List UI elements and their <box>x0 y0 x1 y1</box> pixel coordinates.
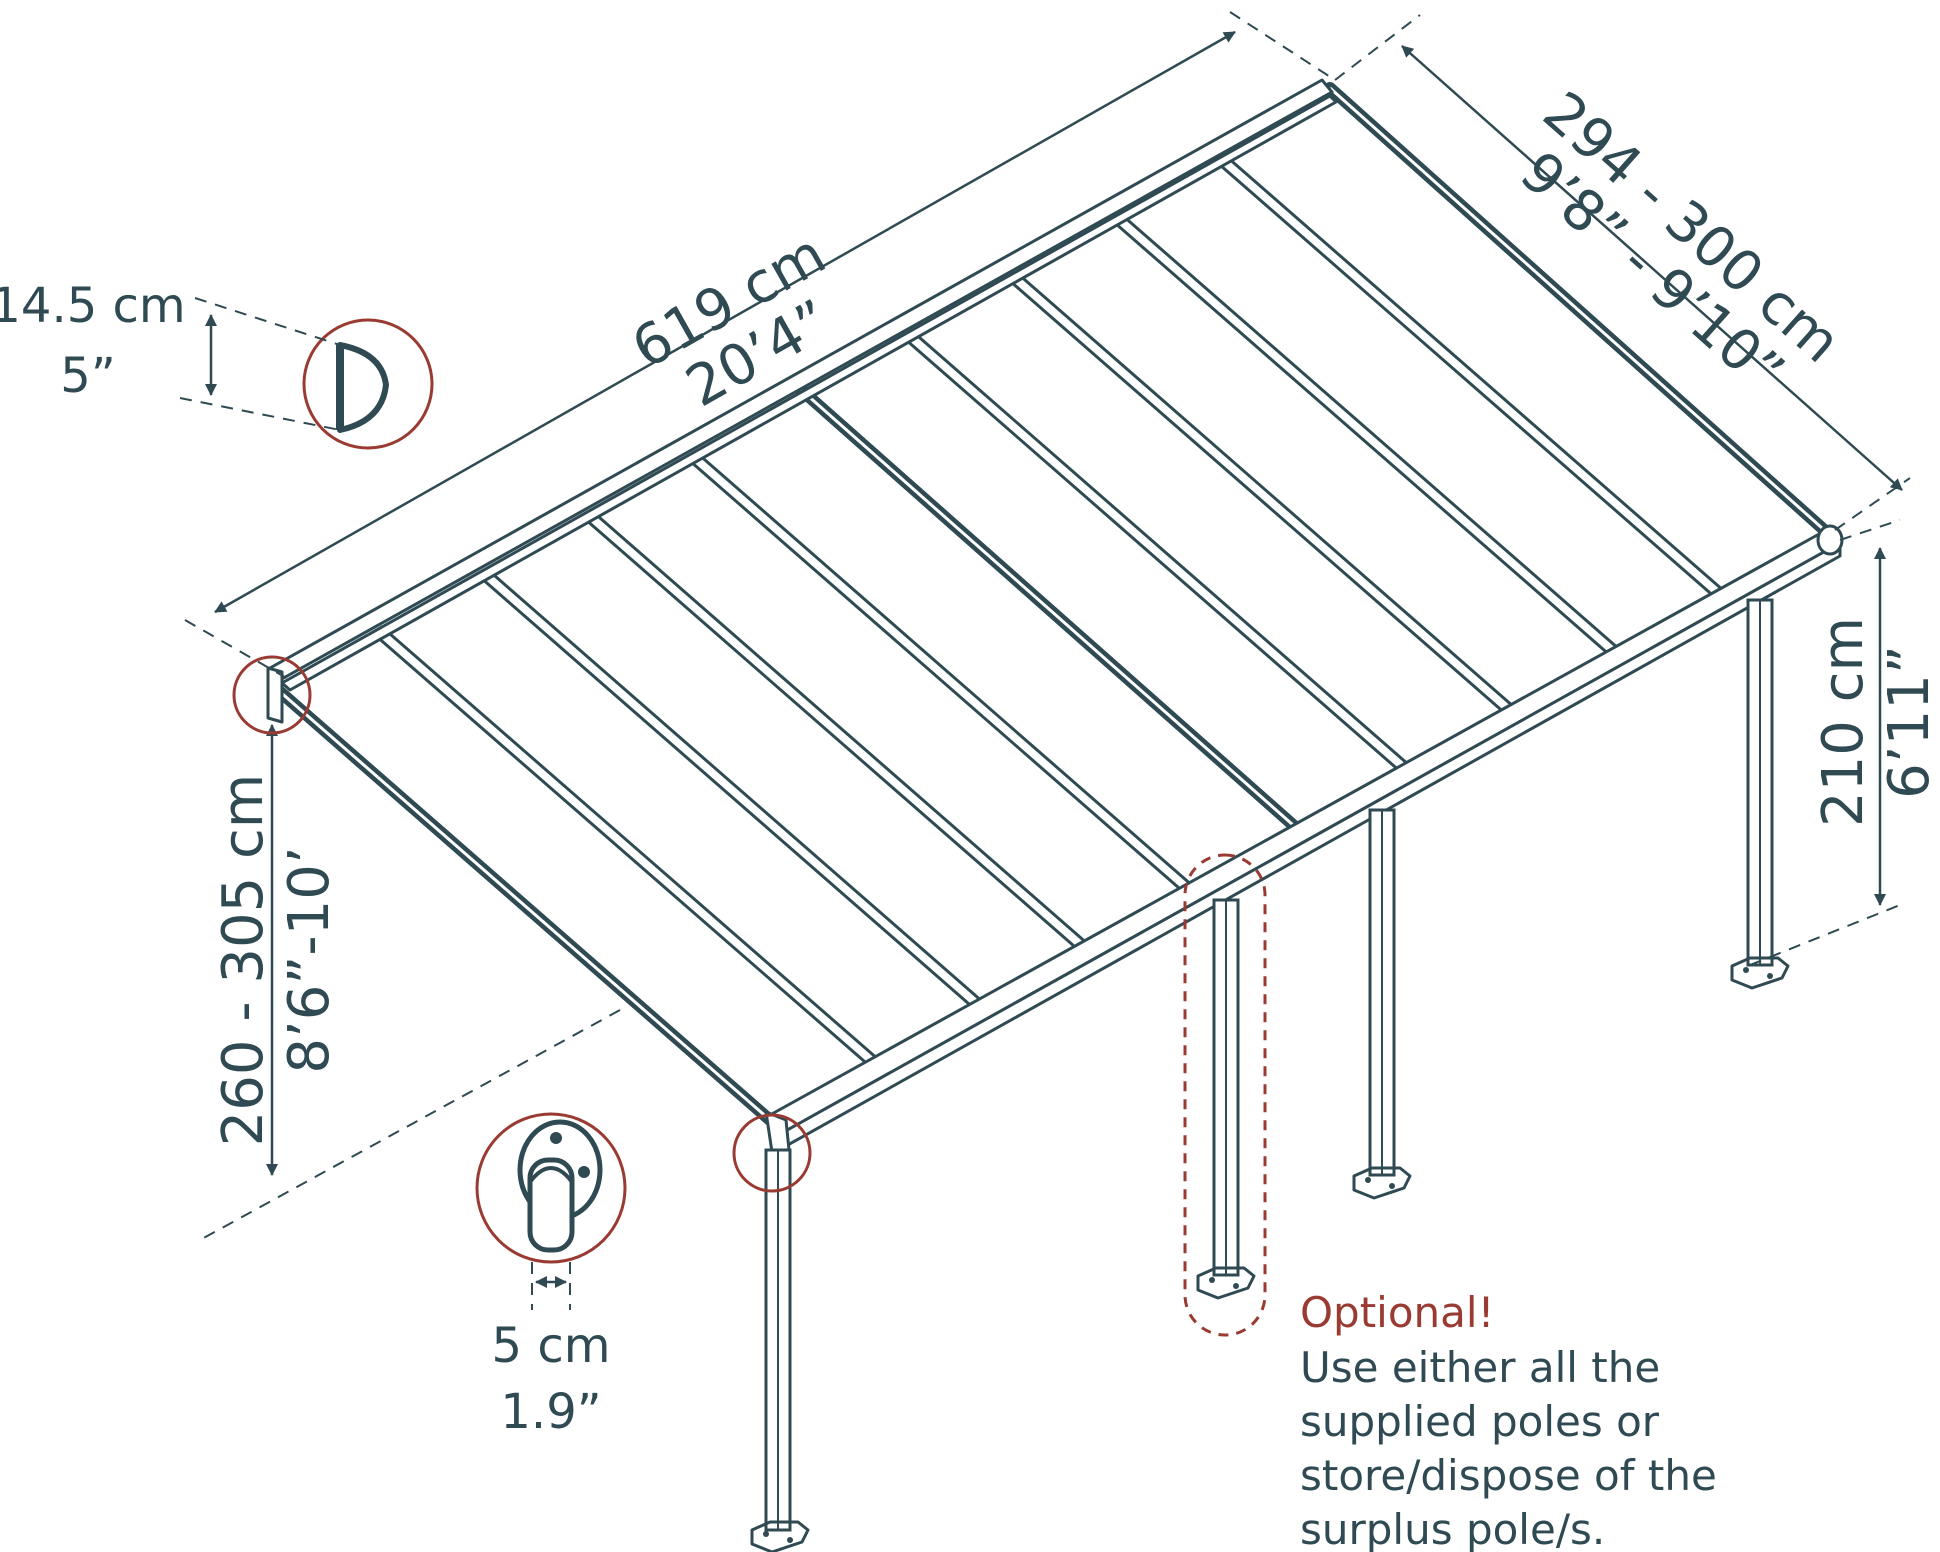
post-left-front <box>750 1148 810 1552</box>
back-height-label: 260 - 305 cm 8’6”-10’ <box>211 774 342 1147</box>
gutter-cm-label: 14.5 cm <box>0 278 186 334</box>
optional-note-line-3: store/dispose of the <box>1300 1451 1717 1500</box>
post-middle <box>1352 808 1412 1200</box>
back-height-ft-label: 8’6”-10’ <box>277 846 342 1073</box>
post-in-label: 1.9” <box>500 1384 601 1440</box>
optional-note-line-4: surplus pole/s. <box>1300 1505 1605 1552</box>
wall-beam-end-cap <box>266 666 284 724</box>
front-height-ft-label: 6’11” <box>1877 645 1940 799</box>
optional-note: Optional! Use either all the supplied po… <box>1300 1288 1717 1552</box>
optional-note-line-2: supplied poles or <box>1300 1397 1660 1446</box>
post-cm-label: 5 cm <box>492 1318 611 1374</box>
post-optional <box>1196 898 1256 1300</box>
optional-note-line-1: Use either all the <box>1300 1343 1660 1392</box>
back-height-cm-label: 260 - 305 cm <box>211 774 276 1147</box>
gutter-in-label: 5” <box>60 348 115 404</box>
post-right <box>1730 598 1790 990</box>
gutter-profile-detail <box>179 297 434 450</box>
gutter-size-label: 14.5 cm 5” <box>0 278 186 404</box>
front-height-cm-label: 210 cm <box>1811 617 1876 827</box>
post-profile-detail <box>475 1112 627 1310</box>
optional-post-highlight <box>1183 853 1267 1337</box>
dimension-lines <box>184 11 1911 1241</box>
left-side-rafter <box>272 684 776 1126</box>
corner-joint-highlights <box>232 655 812 1193</box>
optional-note-title: Optional! <box>1300 1288 1494 1337</box>
front-height-label: 210 cm 6’11” <box>1811 617 1940 827</box>
post-size-label: 5 cm 1.9” <box>492 1318 611 1440</box>
